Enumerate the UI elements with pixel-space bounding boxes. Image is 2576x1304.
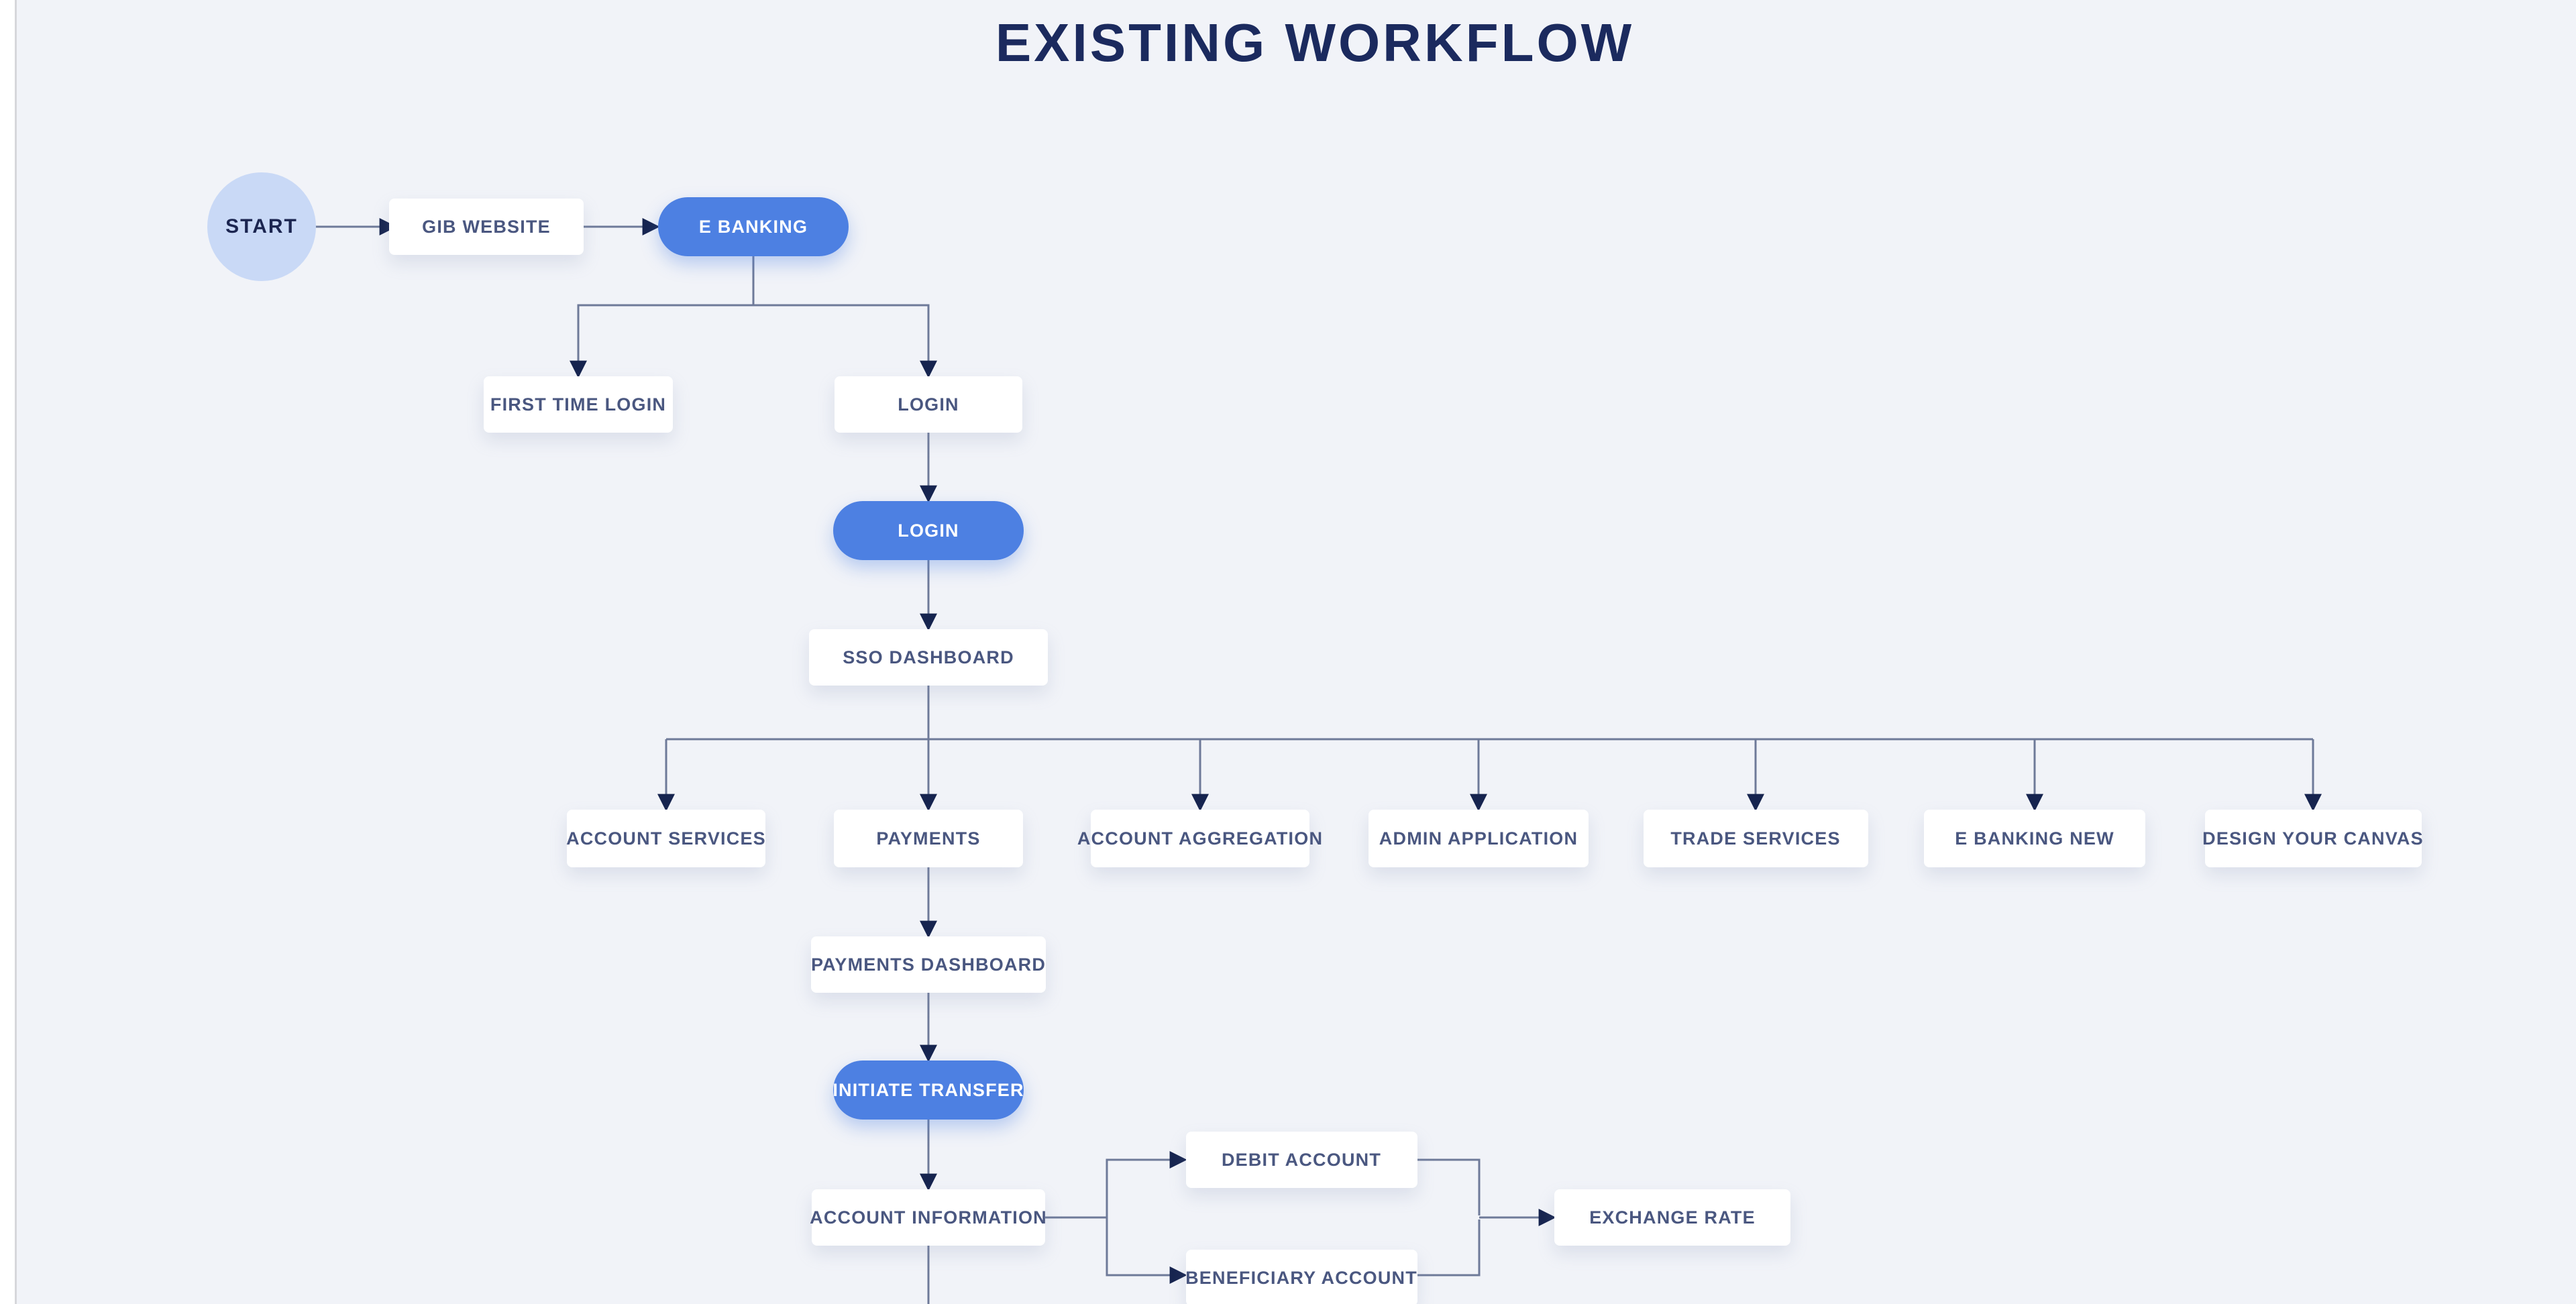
node-sso-dashboard: SSO DASHBOARD xyxy=(809,629,1048,686)
node-payments-dashboard: PAYMENTS DASHBOARD xyxy=(811,936,1046,993)
node-trade-services: TRADE SERVICES xyxy=(1643,810,1868,867)
node-exchange-rate: EXCHANGE RATE xyxy=(1554,1189,1790,1246)
edge-debit-to-merge xyxy=(1417,1158,1481,1215)
node-gib-website: GIB WEBSITE xyxy=(389,199,584,255)
node-first-time-login: FIRST TIME LOGIN xyxy=(484,376,673,433)
page-title: EXISTING WORKFLOW xyxy=(995,13,1635,72)
node-login-action: LOGIN xyxy=(833,501,1024,560)
node-debit-account: DEBIT ACCOUNT xyxy=(1185,1132,1417,1188)
edge-ebanking-to-login xyxy=(753,304,937,378)
node-admin-application: ADMIN APPLICATION xyxy=(1368,810,1589,867)
page-left-edge xyxy=(0,0,17,1304)
node-beneficiary-account: BENEFICIARY ACCOUNT xyxy=(1185,1250,1417,1304)
node-account-information: ACCOUNT INFORMATION xyxy=(810,1189,1046,1246)
node-e-banking: E BANKING xyxy=(658,197,849,256)
edge-ebanking-to-first-time xyxy=(570,256,755,378)
node-login: LOGIN xyxy=(835,376,1022,433)
edge-beneficiary-to-merge xyxy=(1417,1219,1481,1276)
node-design-your-canvas: DESIGN YOUR CANVAS xyxy=(2202,810,2423,867)
node-payments: PAYMENTS xyxy=(834,810,1023,867)
node-initiate-transfer: INITIATE TRANSFER xyxy=(833,1061,1024,1120)
edge-accinfo-to-debit xyxy=(1045,1151,1187,1219)
node-account-services: ACCOUNT SERVICES xyxy=(566,810,765,867)
node-start: START xyxy=(207,172,316,281)
node-e-banking-new: E BANKING NEW xyxy=(1924,810,2145,867)
edge-accinfo-to-beneficiary xyxy=(1106,1217,1187,1284)
node-account-aggregation: ACCOUNT AGGREGATION xyxy=(1077,810,1322,867)
